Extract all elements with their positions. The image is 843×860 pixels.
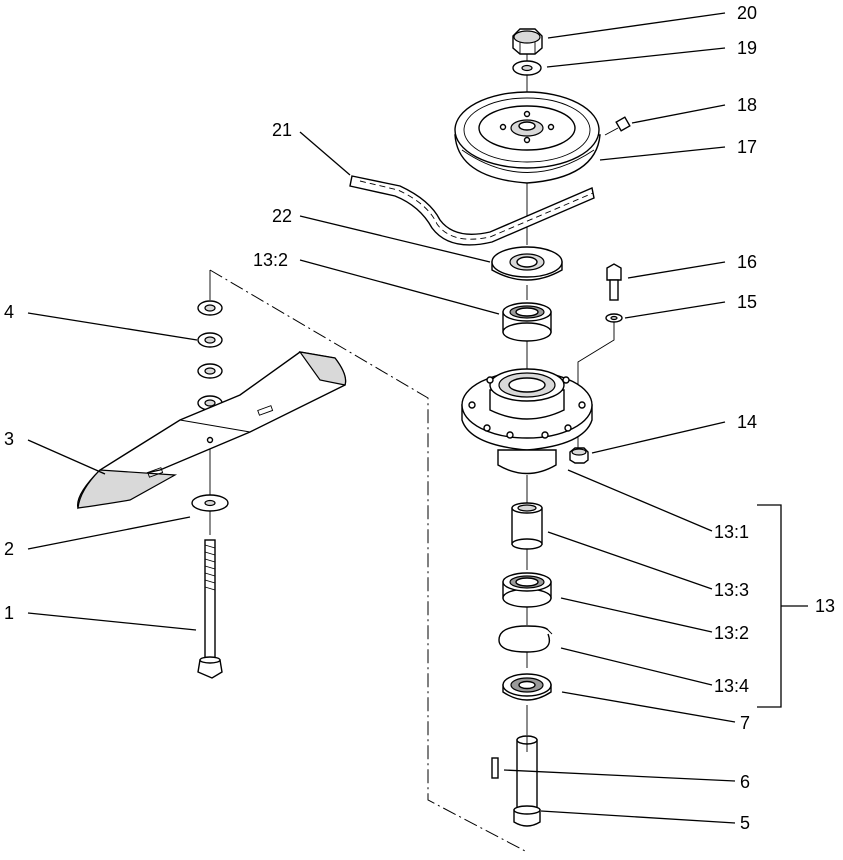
group-bracket-13 [757,504,782,708]
grease-fitting-18 [604,116,631,136]
callout-labels: 20 19 18 17 21 22 13:2 16 15 4 14 3 13:1… [4,3,835,833]
bolt-1 [197,539,223,679]
callout-13-1: 13:1 [714,522,749,542]
spacer-13-3 [511,502,543,550]
callout-20: 20 [737,3,757,23]
alignment-dashdot-line [209,269,528,853]
pulley-17 [454,91,601,184]
callout-14: 14 [737,412,757,432]
callout-13-4: 13:4 [714,676,749,696]
callout-7: 7 [740,713,750,733]
washer-19 [512,60,542,76]
leader-lines [27,12,736,824]
seal-7 [502,673,552,701]
snap-ring-13-4 [498,625,553,653]
callout-13-2-upper: 13:2 [253,250,288,270]
callout-17: 17 [737,137,757,157]
spindle-shaft-5 [513,735,541,827]
washer-15 [605,313,623,323]
callout-5: 5 [740,813,750,833]
spindle-housing-13-1 [461,368,593,475]
blade-3 [76,351,347,510]
seal-22 [491,246,563,281]
belt-21 [349,175,595,246]
callout-19: 19 [737,38,757,58]
callout-3: 3 [4,429,14,449]
callout-15: 15 [737,292,757,312]
callout-13-3: 13:3 [714,580,749,600]
callout-18: 18 [737,95,757,115]
washers-4 [197,300,223,411]
callout-6: 6 [740,772,750,792]
bolt-16 [606,263,622,301]
callout-22: 22 [272,206,292,226]
callout-13-2-lower: 13:2 [714,623,749,643]
callout-1: 1 [4,603,14,623]
bearing-13-2-lower [502,572,552,608]
key-6 [491,757,499,779]
bearing-13-2-upper [502,302,552,342]
callout-2: 2 [4,539,14,559]
callout-16: 16 [737,252,757,272]
nut-14 [569,447,589,464]
callout-21: 21 [272,120,292,140]
nut-20 [512,28,543,55]
washer-2 [191,494,229,512]
callout-13: 13 [815,596,835,616]
callout-4: 4 [4,302,14,322]
